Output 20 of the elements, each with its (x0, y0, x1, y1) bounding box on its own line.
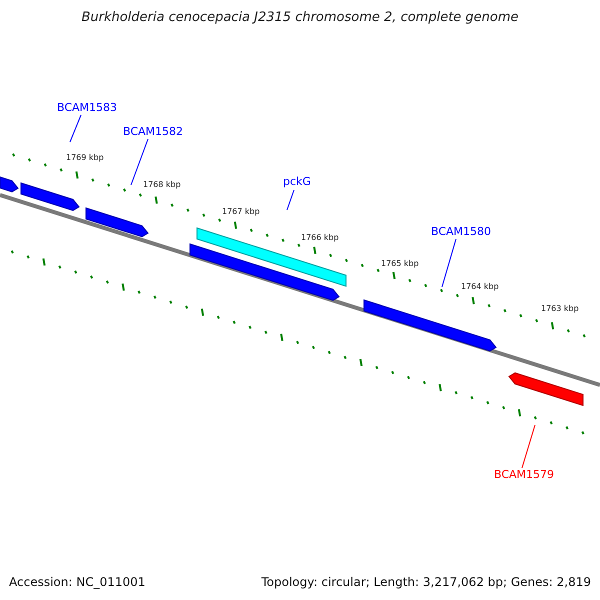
leader-line (130, 138, 148, 186)
scale-label: 1764 kbp (461, 283, 499, 291)
scale-label: 1766 kbp (301, 234, 339, 242)
leader-line (286, 190, 294, 210)
leader-line (522, 424, 536, 468)
scale-label: 1763 kbp (541, 305, 579, 313)
footer-text: Topology: circular; Length: 3,217,062 bp; Genes: 2,819 (261, 576, 591, 588)
scale-label: 1768 kbp (143, 181, 181, 189)
leader-line (70, 114, 82, 142)
footer-text: Accession: NC_011001 (9, 576, 146, 588)
diagram-title: Burkholderia cenocepacia J2315 chromosome 2, complete genome (80, 11, 520, 24)
gene-label: BCAM1579 (494, 469, 554, 480)
leader-line (442, 238, 456, 288)
gene-label: BCAM1580 (431, 226, 492, 237)
gene-label: BCAM1583 (57, 102, 118, 113)
scale-label: 1767 kbp (222, 208, 260, 216)
scale-label: 1765 kbp (381, 260, 419, 268)
gene-label: BCAM1582 (123, 126, 184, 137)
scale-label: 1769 kbp (66, 154, 104, 162)
gene-label: pckG (283, 176, 311, 187)
